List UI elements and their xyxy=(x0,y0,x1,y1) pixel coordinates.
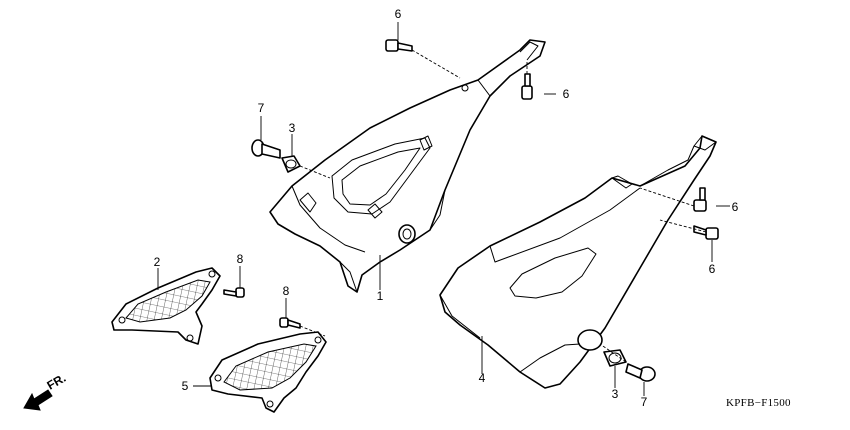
arrow-icon xyxy=(23,389,53,411)
lower-mesh-grille xyxy=(209,331,327,413)
callout-8-upper: 8 xyxy=(237,252,244,266)
screw-8-lower xyxy=(279,317,301,329)
screw-8-upper xyxy=(223,287,245,298)
upper-mesh-grille xyxy=(111,267,221,345)
callout-6-top-left: 6 xyxy=(395,7,402,21)
leader-lines xyxy=(157,22,730,396)
bolt-6-top-right xyxy=(521,73,533,100)
grommet-3-left xyxy=(281,155,301,173)
callout-6-top-right: 6 xyxy=(563,87,570,101)
front-direction-arrow: FR. xyxy=(23,371,69,411)
right-side-cover xyxy=(439,135,717,389)
screw-7-right xyxy=(625,363,656,382)
callout-7-left: 7 xyxy=(258,101,265,115)
callout-1-left-cover: 1 xyxy=(377,289,384,303)
screw-7-left xyxy=(251,139,281,159)
callout-7-right: 7 xyxy=(641,395,648,409)
bolt-6-right-upper xyxy=(693,187,707,212)
bolt-6-right-lower xyxy=(693,225,719,240)
front-label: FR. xyxy=(45,371,69,393)
bolt-6-top-left xyxy=(385,39,413,52)
grommet-3-right xyxy=(603,349,627,367)
callout-6-right-lower: 6 xyxy=(709,262,716,276)
callout-5-lower-grille: 5 xyxy=(182,379,189,393)
drawing-code: KPFB−F1500 xyxy=(726,397,791,409)
callout-labels: 6 6 7 3 1 2 8 8 5 4 3 7 6 6 xyxy=(154,7,739,409)
callout-3-left: 3 xyxy=(289,121,296,135)
callout-3-right: 3 xyxy=(612,387,619,401)
callout-6-right-upper: 6 xyxy=(732,200,739,214)
left-side-cover xyxy=(269,39,546,293)
callout-2-upper-grille: 2 xyxy=(154,255,161,269)
callout-8-lower: 8 xyxy=(283,284,290,298)
callout-4-right-cover: 4 xyxy=(479,371,486,385)
